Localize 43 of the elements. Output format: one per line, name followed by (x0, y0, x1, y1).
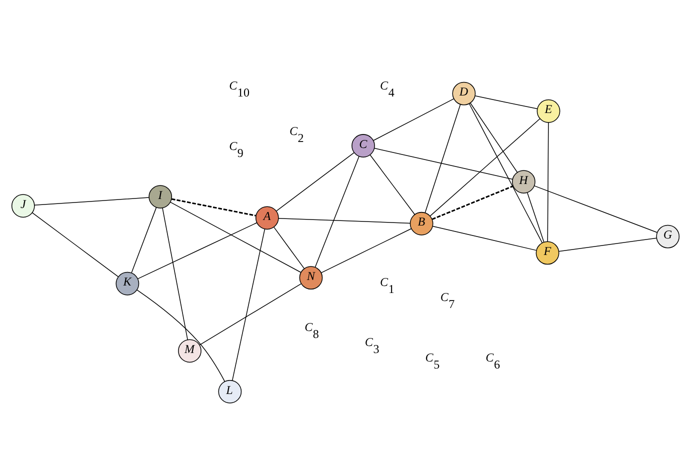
node-circle: G (656, 224, 680, 248)
connector (470, 102, 518, 172)
connector (170, 201, 302, 272)
connector (199, 282, 302, 345)
node-circle: H (512, 170, 536, 193)
connector (526, 192, 544, 242)
node-circle: N (299, 266, 323, 289)
connector (137, 222, 258, 279)
connector (468, 102, 543, 243)
connector (278, 217, 411, 224)
connector (136, 289, 226, 382)
connector (547, 122, 549, 242)
node-circle: B (410, 211, 434, 235)
connector (320, 228, 412, 273)
node-circle: K (116, 271, 140, 295)
connector (373, 98, 454, 140)
connector (131, 206, 157, 273)
connector (432, 184, 514, 220)
connector (534, 184, 658, 232)
connector (558, 237, 657, 252)
node-circle: L (218, 379, 242, 403)
connector (32, 212, 119, 277)
connector (430, 118, 540, 216)
connector (162, 207, 188, 340)
node-circle: D (452, 81, 476, 105)
connector (314, 156, 360, 268)
node-circle: M (178, 338, 202, 362)
connector (370, 154, 416, 214)
node-circle: C (352, 134, 375, 157)
node-circle: A (255, 206, 279, 230)
connector (274, 226, 304, 268)
connector (424, 104, 461, 213)
node-circle: E (536, 98, 560, 122)
connector (432, 225, 537, 250)
connector (276, 152, 354, 211)
connector (374, 147, 513, 180)
connector (171, 198, 256, 216)
node-circle: F (536, 240, 560, 264)
connector (34, 196, 150, 205)
node-circle: I (148, 184, 172, 208)
node-circle: J (11, 194, 35, 218)
connector (232, 228, 266, 380)
connector (474, 95, 538, 109)
